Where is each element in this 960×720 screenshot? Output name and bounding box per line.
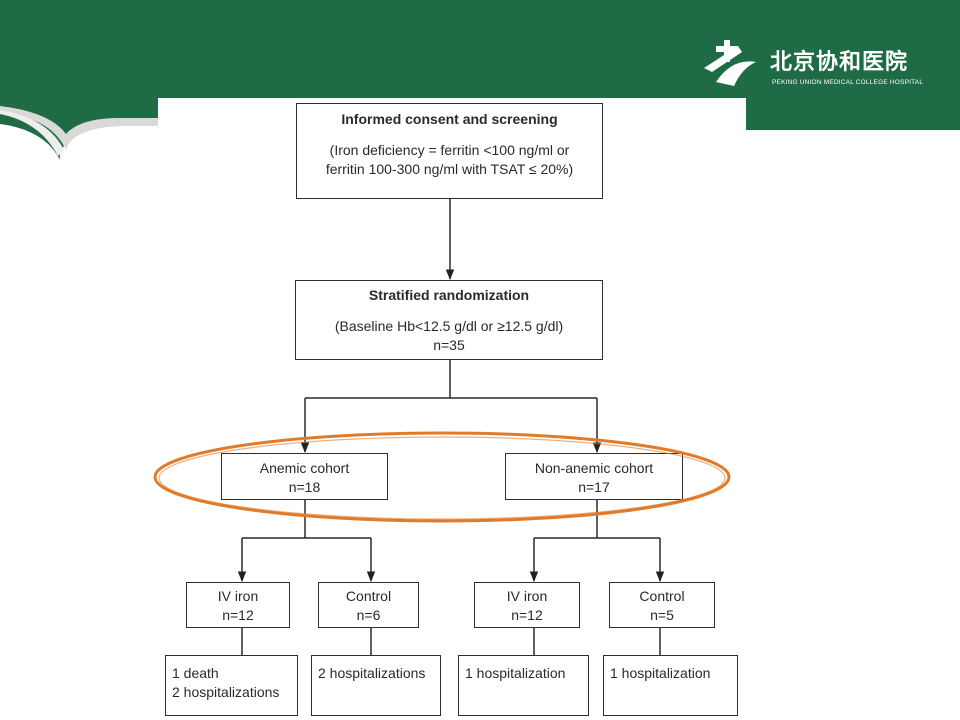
non-anemic-cohort-label: Non-anemic cohort <box>534 460 654 476</box>
anemic-iv-iron-outcome-box: 1 death 2 hospitalizations <box>165 655 298 716</box>
anemic-iv-iron-box: IV iron n=12 <box>186 582 290 628</box>
anemic-control-outcome-1: 2 hospitalizations <box>318 665 426 681</box>
non-anemic-control-outcome-1: 1 hospitalization <box>610 665 711 681</box>
randomization-criteria: (Baseline Hb<12.5 g/dl or ≥12.5 g/dl) <box>334 318 564 334</box>
non-anemic-control-box: Control n=5 <box>609 582 715 628</box>
randomization-count: n=35 <box>433 337 465 353</box>
non-anemic-control-outcome-box: 1 hospitalization <box>603 655 738 716</box>
anemic-iv-iron-outcome-2: 2 hospitalizations <box>172 684 280 700</box>
anemic-control-box: Control n=6 <box>318 582 419 628</box>
non-anemic-iv-iron-count: n=12 <box>511 607 543 623</box>
screening-criteria-2: ferritin 100-300 ng/ml with TSAT ≤ 20%) <box>325 161 574 177</box>
anemic-control-label: Control <box>345 588 392 604</box>
non-anemic-iv-iron-outcome-1: 1 hospitalization <box>465 665 566 681</box>
anemic-iv-iron-outcome-1: 1 death <box>172 665 219 681</box>
screening-title: Informed consent and screening <box>341 111 558 127</box>
non-anemic-control-count: n=5 <box>650 607 674 623</box>
non-anemic-cohort-count: n=17 <box>578 479 610 495</box>
anemic-control-count: n=6 <box>356 607 381 623</box>
hospital-logo-icon <box>704 40 756 86</box>
screening-criteria-1: (Iron deficiency = ferritin <100 ng/ml o… <box>329 142 570 158</box>
screening-box: Informed consent and screening (Iron def… <box>296 103 603 199</box>
non-anemic-iv-iron-outcome-box: 1 hospitalization <box>458 655 589 716</box>
anemic-cohort-count: n=18 <box>288 479 321 495</box>
randomization-title: Stratified randomization <box>368 287 530 303</box>
anemic-cohort-label: Anemic cohort <box>259 460 350 476</box>
non-anemic-iv-iron-label: IV iron <box>506 588 548 604</box>
anemic-cohort-box: Anemic cohort n=18 <box>221 453 388 500</box>
randomization-box: Stratified randomization (Baseline Hb<12… <box>295 280 603 360</box>
hospital-subtitle: PEKING UNION MEDICAL COLLEGE HOSPITAL <box>772 79 924 86</box>
anemic-iv-iron-label: IV iron <box>217 588 259 604</box>
anemic-iv-iron-count: n=12 <box>222 607 254 623</box>
non-anemic-control-label: Control <box>639 588 685 604</box>
non-anemic-cohort-box: Non-anemic cohort n=17 <box>505 453 683 500</box>
hospital-name: 北京协和医院 <box>770 49 909 75</box>
non-anemic-iv-iron-box: IV iron n=12 <box>474 582 580 628</box>
anemic-control-outcome-box: 2 hospitalizations <box>311 655 441 716</box>
